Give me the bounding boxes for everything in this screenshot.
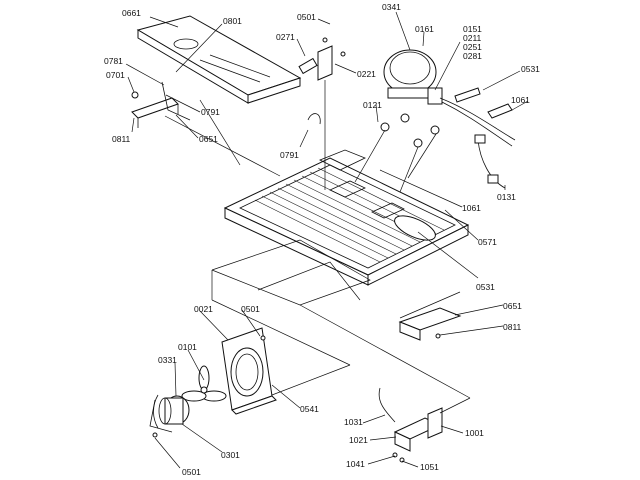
label-0811-right: 0811	[503, 322, 522, 332]
label-0021: 0021	[194, 304, 213, 314]
power-cord-bracket	[378, 387, 443, 463]
label-0791-mid: 0791	[280, 150, 299, 160]
label-1041: 1041	[346, 459, 365, 469]
label-0501-top: 0501	[297, 12, 316, 22]
label-0571: 0571	[478, 237, 497, 247]
label-0541: 0541	[300, 404, 319, 414]
compressor	[380, 49, 516, 189]
label-0341: 0341	[382, 2, 401, 12]
label-1061-mid: 1061	[462, 203, 481, 213]
label-0701: 0701	[106, 70, 125, 80]
label-0251: 0251	[463, 42, 482, 52]
evaporator-cover-assembly	[131, 15, 302, 128]
label-0161: 0161	[415, 24, 434, 34]
label-0531-low: 0531	[476, 282, 495, 292]
condenser-fan-assembly	[149, 327, 277, 438]
label-0211: 0211	[463, 33, 482, 43]
right-side-bracket	[398, 307, 462, 341]
defrost-timer-bracket	[298, 37, 346, 81]
part-labels: 0661 0801 0781 0701 0791 0811 0651 0501 …	[104, 2, 540, 477]
label-1031: 1031	[344, 417, 363, 427]
label-0531-top: 0531	[521, 64, 540, 74]
label-0121: 0121	[363, 100, 382, 110]
label-0271: 0271	[276, 32, 295, 42]
label-0651-right: 0651	[503, 301, 522, 311]
label-1001: 1001	[465, 428, 484, 438]
label-0811-left: 0811	[112, 134, 131, 144]
label-1051: 1051	[420, 462, 439, 472]
label-0791-top: 0791	[201, 107, 220, 117]
label-0281: 0281	[463, 51, 482, 61]
label-0501-fan: 0501	[241, 304, 260, 314]
label-0131: 0131	[497, 192, 516, 202]
label-0801: 0801	[223, 16, 242, 26]
label-0501-bottom: 0501	[182, 467, 201, 477]
machine-compartment-tray	[223, 149, 470, 286]
label-1061-top: 1061	[511, 95, 530, 105]
label-0221: 0221	[357, 69, 376, 79]
label-0101: 0101	[178, 342, 197, 352]
label-0651-left: 0651	[199, 134, 218, 144]
clip-0791	[307, 113, 321, 125]
leader-lines	[125, 11, 529, 469]
label-0301: 0301	[221, 450, 240, 460]
label-0151: 0151	[463, 24, 482, 34]
label-1021: 1021	[349, 435, 368, 445]
label-0781: 0781	[104, 56, 123, 66]
label-0331: 0331	[158, 355, 177, 365]
label-0661: 0661	[122, 8, 141, 18]
